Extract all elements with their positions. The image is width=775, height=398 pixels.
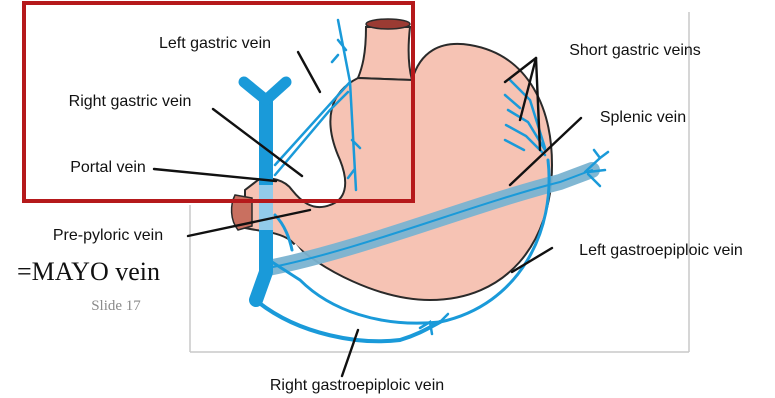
esophagus (358, 27, 412, 80)
slide-number: Slide 17 (91, 298, 141, 314)
label-pre-pyloric-vein: Pre-pyloric vein (53, 227, 163, 244)
label-splenic-vein: Splenic vein (600, 109, 686, 126)
label-right-gastroepiploic-vein: Right gastroepiploic vein (270, 377, 444, 394)
label-right-gastric-vein: Right gastric vein (69, 93, 192, 110)
label-short-gastric-veins: Short gastric veins (569, 42, 701, 59)
label-left-gastric-vein: Left gastric vein (159, 35, 271, 52)
esophagus-opening (366, 19, 410, 29)
label-portal-vein: Portal vein (70, 159, 146, 176)
portal-vein-overlap (259, 185, 273, 230)
label-left-gastroepiploic-vein: Left gastroepiploic vein (579, 242, 743, 259)
label-mayo-vein: =MAYO vein (17, 257, 160, 286)
